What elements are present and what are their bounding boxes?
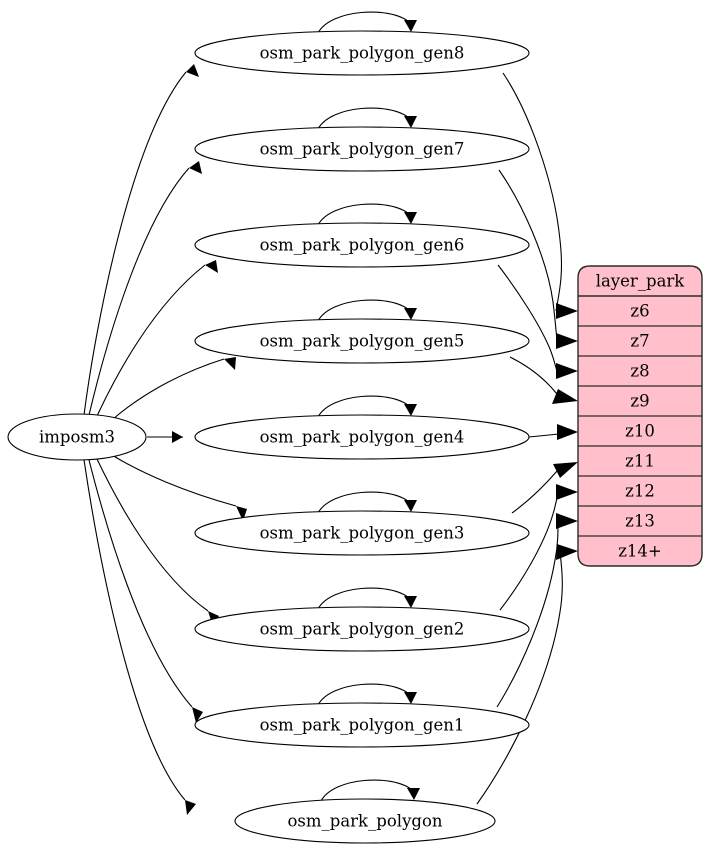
arrowhead-self-loop-gen3 [404,500,417,512]
edge-gen4-to-z10 [528,433,560,438]
edge-osm-park-polygon-to-z14 [476,551,563,805]
osm-park-polygon-gen3-ellipse[interactable] [194,510,530,556]
edge-group-self-loops [317,11,420,802]
arrowhead-gen3-z11 [553,462,578,478]
osm-park-polygon-gen7-ellipse[interactable] [194,126,530,172]
edge-gen5-to-z9 [509,356,558,395]
self-loop-gen3 [317,491,410,514]
edge-gen6-to-z8 [497,264,558,372]
osm-park-polygon-gen4-ellipse[interactable] [194,414,530,460]
self-loop-osm-park-polygon [320,779,413,802]
arrowhead-imposm3-gen5 [224,357,236,370]
arrowhead-imposm3-osm-park-polygon [185,800,196,815]
arrowhead-gen6-z8 [556,363,578,379]
edge-imposm3-to-osm-park-polygon [83,459,186,801]
edge-imposm3-to-gen8 [83,71,187,416]
arrowhead-gen2-z12 [556,484,578,500]
arrowhead-gen4-z10 [557,424,578,440]
self-loop-gen1 [317,683,410,706]
osm-park-polygon-gen1-ellipse[interactable] [194,702,530,748]
osm-park-polygon-gen2-ellipse[interactable] [194,606,530,652]
node-osm-park-polygon-gen1[interactable]: osm_park_polygon_gen1 [194,702,530,748]
arrowhead-imposm3-gen1 [192,707,203,723]
edge-group-to-table [476,72,578,805]
arrowhead-osm-park-polygon-z14 [556,544,578,560]
arrowhead-self-loop-gen4 [404,404,417,416]
arrowhead-gen1-z13 [556,513,578,529]
arrowhead-gen7-z7 [556,333,578,349]
layer-park-table[interactable]: layer_park z6 z7 z8 z9 [577,265,703,567]
edge-gen3-to-z11 [511,469,559,514]
node-osm-park-polygon[interactable]: osm_park_polygon [234,798,496,844]
node-osm-park-polygon-gen4[interactable]: osm_park_polygon_gen4 [194,414,530,460]
self-loop-gen5 [317,299,410,322]
arrowhead-self-loop-osm-park-polygon [407,788,420,800]
edge-imposm3-to-gen2 [96,458,209,612]
arrowhead-imposm3-gen7 [189,161,202,174]
arrowhead-imposm3-gen8 [186,64,199,77]
node-osm-park-polygon-gen5[interactable]: osm_park_polygon_gen5 [194,318,530,364]
osm-park-polygon-gen8-ellipse[interactable] [194,30,530,76]
osm-park-polygon-gen5-ellipse[interactable] [194,318,530,364]
edge-imposm3-to-gen5 [111,358,225,421]
self-loop-gen6 [317,203,410,226]
node-group: imposm3 osm_park_polygon_gen8 osm_park_p… [7,30,530,844]
edge-gen1-to-z13 [496,521,559,708]
edge-gen7-to-z7 [498,169,558,342]
self-loop-gen4 [317,395,410,418]
node-osm-park-polygon-gen6[interactable]: osm_park_polygon_gen6 [194,222,530,268]
arrowhead-gen8-z6 [556,303,578,319]
imposm3-ellipse[interactable] [7,413,147,461]
node-osm-park-polygon-gen8[interactable]: osm_park_polygon_gen8 [194,30,530,76]
edge-imposm3-to-gen7 [88,167,190,416]
edge-imposm3-to-gen6 [96,264,206,417]
arrowhead-imposm3-gen4 [172,431,183,443]
edge-imposm3-to-gen1 [88,459,193,708]
node-osm-park-polygon-gen3[interactable]: osm_park_polygon_gen3 [194,510,530,556]
arrowhead-gen5-z9 [552,389,578,404]
self-loop-gen7 [317,107,410,130]
node-osm-park-polygon-gen2[interactable]: osm_park_polygon_gen2 [194,606,530,652]
edge-imposm3-to-gen3 [111,454,237,507]
node-osm-park-polygon-gen7[interactable]: osm_park_polygon_gen7 [194,126,530,172]
edge-gen8-to-z6 [502,72,563,312]
arrowhead-self-loop-gen5 [404,308,417,320]
arrowhead-self-loop-gen2 [404,596,417,608]
self-loop-gen2 [317,587,410,610]
osm-park-polygon-ellipse[interactable] [234,798,496,844]
self-loop-gen8 [317,11,410,34]
arrowhead-self-loop-gen7 [404,116,417,128]
arrowhead-self-loop-gen6 [404,212,417,224]
arrowhead-imposm3-gen6 [205,260,218,273]
edge-gen2-to-z12 [499,491,559,611]
osm-park-polygon-gen6-ellipse[interactable] [194,222,530,268]
arrowhead-self-loop-gen8 [404,20,417,32]
arrowhead-self-loop-gen1 [404,692,417,704]
node-imposm3[interactable]: imposm3 [7,413,147,461]
